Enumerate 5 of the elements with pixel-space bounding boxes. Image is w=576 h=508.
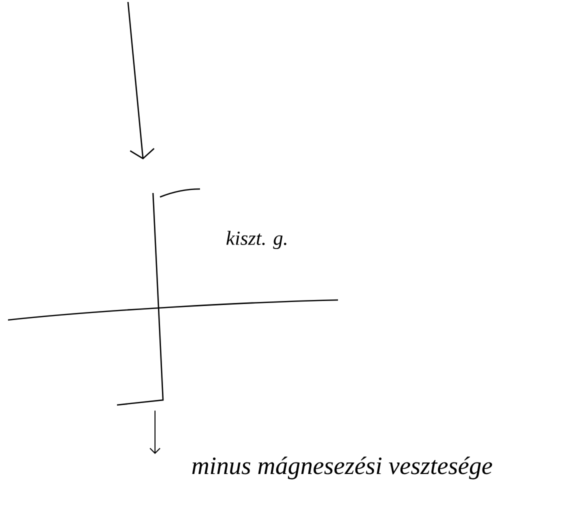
arrow xyxy=(127,2,154,160)
axis-label: kiszt. g. xyxy=(226,230,286,250)
arrow xyxy=(150,410,160,454)
note-text: minus mágnesezési vesztesége xyxy=(192,456,492,480)
step-curve-drawing xyxy=(116,188,200,406)
